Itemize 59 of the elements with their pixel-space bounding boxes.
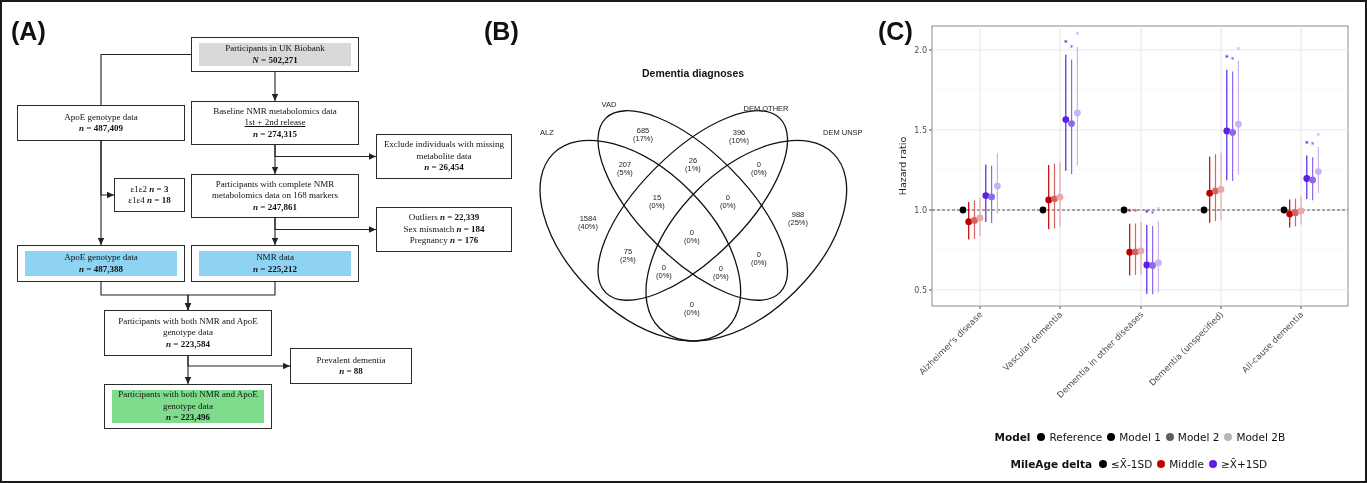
panel-label: (B) (484, 17, 519, 45)
legend-label: Model 2 (1177, 430, 1220, 444)
box-text: N = 502,271 (251, 54, 299, 66)
box-text: n = 223,496 (165, 412, 211, 424)
panel-label: (C) (878, 17, 913, 45)
axis-tick-label: 2.0 (914, 46, 927, 55)
legend-label: ≤X̄-1SD (1111, 457, 1153, 471)
process-box (104, 384, 272, 429)
panel-label: (A) (11, 17, 46, 45)
box-text: Participants in UK Biobank (224, 43, 326, 55)
box-text: ApoE genotype data (63, 111, 139, 123)
venn-title: Dementia diagnoses (642, 66, 745, 80)
axis-tick-label: 0.5 (914, 286, 927, 295)
box-text: n = 225,212 (252, 263, 298, 275)
process-box (191, 245, 359, 282)
legend-label: Model 1 (1119, 430, 1161, 444)
process-box (114, 178, 185, 212)
flow-arrow (184, 355, 192, 385)
box-text: Pregnancy n = 176 (408, 235, 480, 247)
legend-title: Model (994, 430, 1031, 444)
connector-line (100, 53, 192, 106)
axis-tick-label: 1.0 (914, 206, 927, 215)
process-box (376, 207, 512, 252)
box-text: Baseline NMR metabolomics data (212, 105, 338, 118)
box-text: n = 223,584 (165, 338, 211, 351)
process-box (17, 245, 185, 282)
box-text: Outliers n = 22,339 (407, 212, 481, 224)
box-text: n = 26,454 (423, 162, 465, 174)
flow-arrow (184, 281, 276, 311)
process-box (191, 174, 359, 218)
flow-arrow (271, 144, 279, 175)
legend-label: Middle (1169, 457, 1204, 471)
box-text: ApoE genotype data (63, 252, 139, 264)
box-text: ε1ε4 n = 18 (127, 195, 172, 207)
process-box (104, 310, 272, 356)
box-text: Prevalent dementia (315, 354, 387, 366)
box-text: 1st + 2nd release (243, 117, 307, 129)
flow-arrow (97, 140, 105, 246)
box-text: n = 88 (338, 366, 364, 378)
box-text: n = 487,409 (78, 123, 124, 135)
process-box (191, 101, 359, 145)
legend-title: MileAge delta (1010, 457, 1093, 471)
box-text: ε1ε2 n = 3 (129, 183, 170, 195)
box-text: Sex mismatch n = 184 (402, 223, 486, 236)
process-box (290, 348, 412, 384)
process-box (376, 134, 512, 179)
process-box (17, 105, 185, 141)
legend-label: ≥X̄+1SD (1220, 457, 1268, 471)
axis-tick-label: 1.5 (914, 126, 927, 135)
box-text: n = 487,388 (78, 263, 124, 275)
legend-label: Reference (1049, 430, 1103, 444)
process-box (191, 37, 359, 72)
legend-label: Model 2B (1236, 430, 1286, 444)
box-text: n = 247,861 (252, 201, 298, 214)
box-text: n = 274,315 (252, 128, 298, 141)
flow-arrow (271, 71, 279, 102)
box-text: NMR data (255, 252, 295, 264)
flow-arrow (271, 217, 279, 246)
axis-title: Hazard ratio (897, 136, 908, 196)
